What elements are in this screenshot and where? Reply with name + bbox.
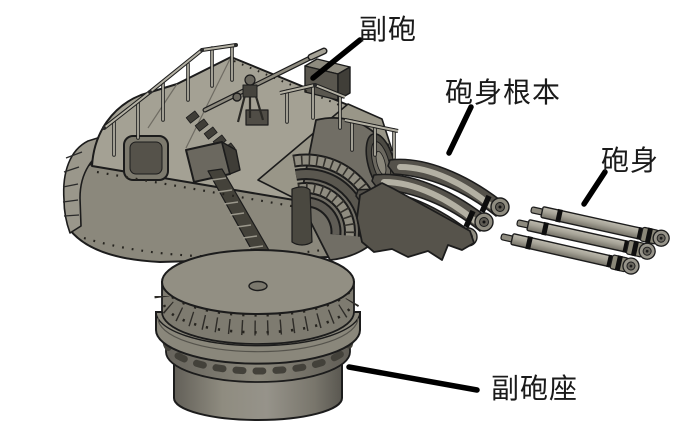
label-secondary-gun: 副砲 <box>359 14 418 45</box>
mount-base-illustration <box>154 249 362 421</box>
leader-line-barrel <box>581 169 608 207</box>
turret-illustration <box>62 43 399 263</box>
barrels-illustration <box>498 201 672 277</box>
drum-center-hole <box>248 280 268 292</box>
cage-rungs <box>62 151 83 217</box>
label-barrel: 砲身 <box>601 145 660 176</box>
leader-line-mount-base <box>346 364 480 393</box>
leader-line-secondary-gun <box>310 37 363 81</box>
roof-railing <box>102 43 399 160</box>
hull-corner-seam <box>291 186 313 246</box>
leader-line-barrel-root <box>446 104 474 156</box>
turret-front-cage <box>62 135 110 234</box>
barrel-root-block <box>356 182 475 261</box>
barrel-root-illustration <box>356 159 509 261</box>
label-mount-base: 副砲座 <box>491 373 579 404</box>
label-barrel-root: 砲身根本 <box>445 77 562 108</box>
roof-mast <box>202 47 328 123</box>
